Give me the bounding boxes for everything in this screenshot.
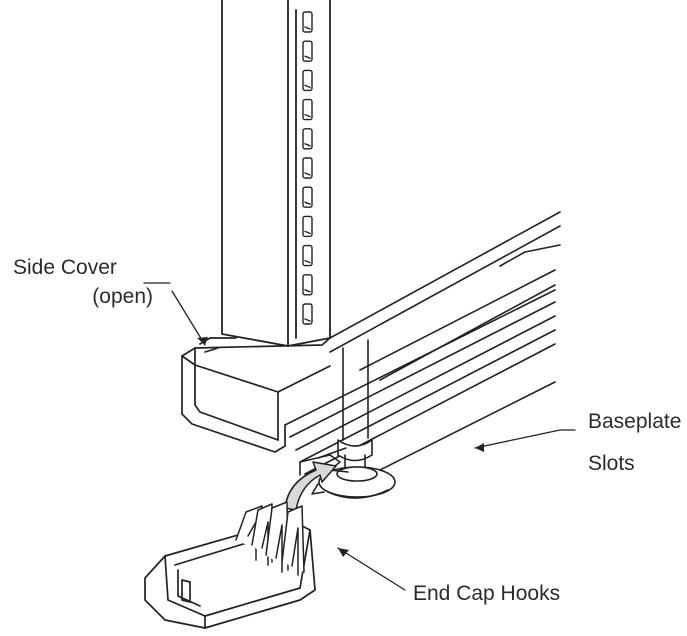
end-cap-hooks-leader <box>337 547 406 591</box>
baseplate-rail <box>284 211 561 476</box>
insertion-arrow <box>284 461 337 511</box>
end-cap-hooks <box>235 501 305 576</box>
upright-slot-lip <box>304 172 311 176</box>
rack-upright <box>221 0 331 347</box>
baseplate-leader <box>474 429 576 449</box>
side-cover-pointer <box>171 290 206 346</box>
callout-baseplate: Baseplate <box>588 410 682 433</box>
upright-slot-lip <box>304 84 311 89</box>
upright-slot-lip <box>304 143 311 147</box>
side-cover <box>181 337 331 453</box>
leader-lines <box>143 282 576 591</box>
upright-slot-column <box>302 11 313 325</box>
callout-end-cap-hooks: End Cap Hooks <box>413 582 561 605</box>
upright-slot-lip <box>304 201 311 205</box>
callout-side-cover: Side Cover <box>13 256 117 279</box>
callout-slots: Slots <box>588 452 635 475</box>
upright-slot-lip <box>304 55 311 59</box>
upright-slot-lip <box>304 230 311 235</box>
upright-slot-lip <box>304 318 311 322</box>
upright-slot-lip <box>304 26 311 30</box>
callout-side-cover-state: (open) <box>92 285 153 308</box>
leveling-foot <box>311 339 396 499</box>
leader-arrowheads <box>197 337 484 557</box>
upright-slot-lip <box>304 289 311 293</box>
upright-slot-lip <box>304 113 311 118</box>
upright-slot-lip <box>304 259 311 264</box>
